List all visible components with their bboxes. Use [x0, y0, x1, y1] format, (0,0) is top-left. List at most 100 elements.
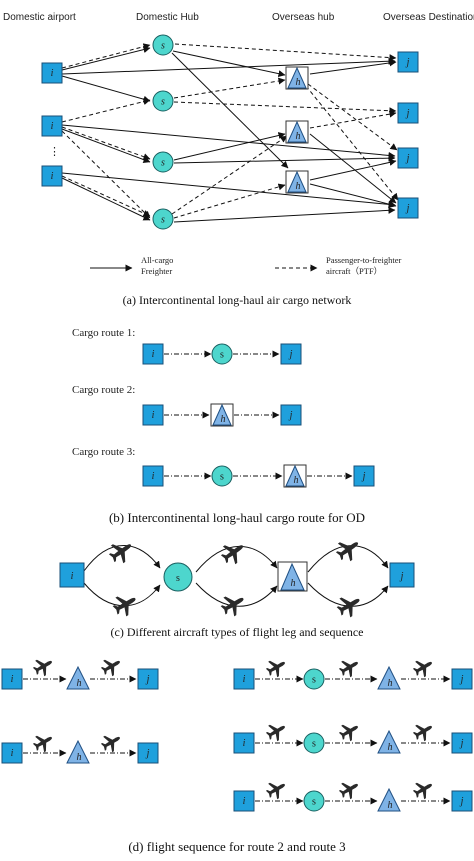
- origin-node: i: [41, 165, 63, 187]
- d-hub-label: h: [77, 752, 82, 763]
- route-2-destination-label: j: [288, 410, 293, 421]
- route-1-hub-label: s: [220, 350, 224, 361]
- plane-icon: [263, 776, 290, 803]
- route-2-origin-label: i: [152, 410, 155, 421]
- route-2-destination: [280, 404, 302, 426]
- d-left-row-2: i h j: [1, 729, 159, 764]
- plane-icon: [98, 729, 125, 756]
- d-left-row-1: i h j: [1, 653, 159, 690]
- plane-icon: [263, 654, 290, 681]
- route-3-hub-label: s: [220, 472, 224, 483]
- legend-solid-label-2: Freighter: [141, 266, 172, 276]
- overseas-hub-node: h: [285, 120, 309, 144]
- domestic-hub-node: s: [152, 151, 174, 173]
- route-3-origin: [142, 465, 164, 487]
- hub-label: s: [161, 41, 165, 52]
- overseas-hub-label: h: [296, 181, 301, 192]
- d-hub-label: s: [312, 739, 316, 750]
- plane-icon: [336, 654, 363, 681]
- panel-b: Cargo route 1: i s j Cargo route 2: i h …: [72, 327, 375, 525]
- plane-icon: [217, 589, 249, 620]
- destination-node: j: [397, 197, 419, 219]
- plane-icon: [410, 654, 437, 681]
- c-overseas-hub-label: h: [291, 578, 296, 589]
- origin-label: i: [51, 68, 54, 79]
- panel-d: i h j i h j i: [1, 653, 473, 854]
- route-1-origin: [142, 343, 164, 365]
- route-1-origin-label: i: [152, 349, 155, 360]
- overseas-hub-label: h: [296, 131, 301, 142]
- d-destination-label: j: [145, 748, 150, 759]
- plane-icon: [217, 536, 250, 569]
- plane-icon: [263, 718, 290, 745]
- c-destination-label: j: [399, 571, 404, 582]
- c-hub: [163, 562, 193, 592]
- destination-label: j: [405, 108, 410, 119]
- route-2-hub-label: h: [221, 414, 226, 425]
- c-hub-label: s: [176, 573, 180, 584]
- origin-label: i: [51, 121, 54, 132]
- destination-node: j: [397, 51, 419, 73]
- d-overseas-hub-label: h: [388, 742, 393, 753]
- route-1-label: Cargo route 1:: [72, 327, 135, 339]
- panel-a: Domestic airport Domestic Hub Overseas h…: [3, 12, 474, 307]
- route-3-hub: [211, 465, 233, 487]
- domestic-hub-node: s: [152, 34, 174, 56]
- destination-label: j: [405, 203, 410, 214]
- route-2-origin: [142, 404, 164, 426]
- d-destination-label: j: [459, 674, 464, 685]
- plane-icon: [30, 729, 57, 756]
- plane-icon: [98, 653, 125, 680]
- d-origin-label: i: [243, 738, 246, 749]
- d-hub-label: s: [312, 797, 316, 808]
- route-1-destination: [280, 343, 302, 365]
- d-hub-label: s: [312, 675, 316, 686]
- d-right-row-1: i s h j: [233, 654, 473, 690]
- legend-dashed-label-2: aircraft（PTF）: [326, 266, 382, 276]
- caption-b: (b) Intercontinental long-haul cargo rou…: [109, 510, 365, 525]
- destination-node: j: [397, 147, 419, 169]
- d-origin-label: i: [243, 674, 246, 685]
- c-hub-triangle: [280, 562, 305, 591]
- destination-label: j: [405, 57, 410, 68]
- d-destination-label: j: [459, 796, 464, 807]
- plane-icon: [332, 533, 365, 566]
- caption-c: (c) Different aircraft types of flight l…: [111, 625, 364, 639]
- d-right-row-3: i s h j: [233, 776, 473, 812]
- network-edges: [61, 43, 399, 223]
- hub-label: s: [161, 215, 165, 226]
- plane-icon: [105, 535, 138, 568]
- route-2-label: Cargo route 2:: [72, 384, 135, 396]
- route-3-destination-label: j: [361, 471, 366, 482]
- plane-icon: [410, 776, 437, 803]
- d-right-row-2: i s h j: [233, 718, 473, 754]
- d-overseas-hub-label: h: [388, 800, 393, 811]
- caption-d: (d) flight sequence for route 2 and rout…: [128, 839, 345, 854]
- vertical-ellipsis: ⋮: [49, 146, 60, 158]
- d-origin-label: i: [11, 674, 14, 685]
- route-3-origin-label: i: [152, 471, 155, 482]
- route-3-label: Cargo route 3:: [72, 446, 135, 458]
- d-hub-label: h: [77, 678, 82, 689]
- destination-node: j: [397, 102, 419, 124]
- route-1-hub: [211, 343, 233, 365]
- c-origin: [59, 562, 85, 588]
- route-3-overseas-hub-label: h: [294, 475, 299, 486]
- header-overseas-destination: Overseas Destination: [383, 12, 474, 23]
- destination-label: j: [405, 153, 410, 164]
- c-destination: [389, 562, 415, 588]
- plane-icon: [30, 653, 57, 680]
- d-overseas-hub-label: h: [388, 678, 393, 689]
- d-origin-label: i: [11, 748, 14, 759]
- plane-icon: [336, 776, 363, 803]
- overseas-hub-node: h: [285, 170, 309, 194]
- header-domestic-airport: Domestic airport: [3, 12, 76, 23]
- route-3-destination: [353, 465, 375, 487]
- hub-label: s: [161, 158, 165, 169]
- route-2-hub-triangle: [212, 403, 232, 426]
- plane-icon: [410, 718, 437, 745]
- d-destination-label: j: [145, 674, 150, 685]
- plane-icon: [336, 718, 363, 745]
- legend-dashed-label-1: Passenger-to-freighter: [326, 255, 402, 265]
